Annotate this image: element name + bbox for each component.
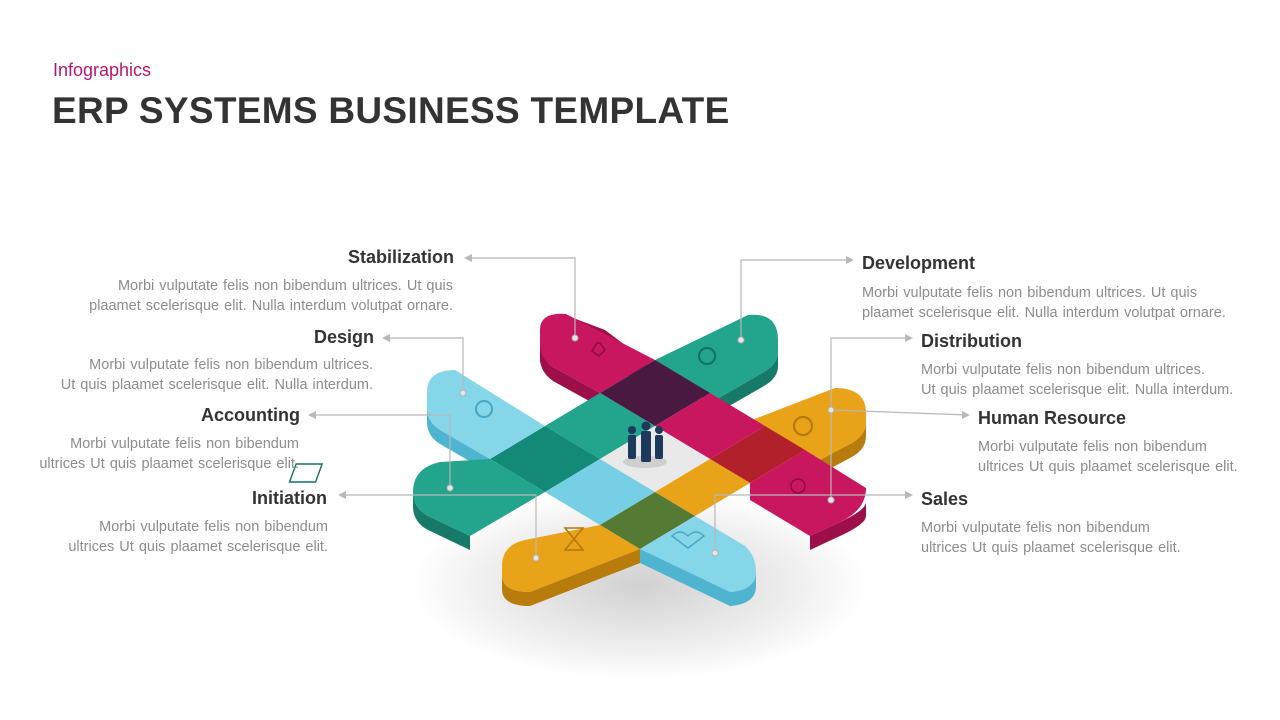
desc-stabilization-line1: Morbi vulputate felis non bibendum ultri… [117,278,453,294]
desc-development-line1: Morbi vulputate felis non bibendum ultri… [862,285,1198,301]
label-stabilization: Stabilization [347,247,454,267]
label-sales: Sales [921,489,969,509]
desc-human-resource: Morbi vulputate felis non bibendum ultri… [978,438,1238,477]
desc-human-resource-line1: Morbi vulputate felis non bibendum [978,439,1207,455]
desc-distribution-line1: Morbi vulputate felis non bibendum ultri… [921,362,1205,378]
label-initiation: Initiation [252,488,327,508]
connector-distribution [830,337,911,500]
label-design: Design [313,327,374,347]
bar-accounting [288,459,545,550]
desc-design: Morbi vulputate felis non bibendum ultri… [61,356,373,395]
connector-design [384,337,464,393]
desc-initiation-line2: ultrices Ut quis plaamet scelerisque eli… [68,538,328,555]
connector-development [740,259,852,340]
desc-accounting-line1: Morbi vulputate felis non bibendum [70,436,299,452]
connector-sales [714,494,911,553]
connector-initiation [340,494,537,558]
desc-sales-line2: ultrices Ut quis plaamet scelerisque eli… [921,539,1181,556]
desc-design-line2: Ut quis plaamet scelerisque elit. Nulla … [60,376,373,393]
bar-human-resource [750,450,866,550]
desc-human-resource-line2: ultrices Ut quis plaamet scelerisque eli… [978,458,1238,475]
desc-initiation: Morbi vulputate felis non bibendum ultri… [68,518,328,557]
connector-human-resource [830,409,969,416]
connector-accounting [310,414,451,488]
desc-sales-line1: Morbi vulputate felis non bibendum [921,520,1150,536]
bar-design [427,370,545,473]
label-development: Development [862,253,976,273]
desc-development-line2: plaamet scelerisque elit. Nulla interdum… [862,304,1226,321]
connector-stabilization [466,257,576,338]
label-accounting: Accounting [201,405,300,425]
desc-initiation-line1: Morbi vulputate felis non bibendum [99,519,328,535]
desc-stabilization: Morbi vulputate felis non bibendum ultri… [89,277,453,316]
desc-stabilization-line2: plaamet scelerisque elit. Nulla interdum… [89,297,453,314]
desc-distribution: Morbi vulputate felis non bibendum ultri… [921,361,1233,400]
slide-subtitle: Infographics [53,60,152,80]
desc-development: Morbi vulputate felis non bibendum ultri… [862,284,1226,323]
desc-design-line1: Morbi vulputate felis non bibendum ultri… [89,357,373,373]
desc-accounting-line2: ultrices Ut quis plaamet scelerisque eli… [39,455,299,472]
label-distribution: Distribution [921,331,1022,351]
people-icon [623,421,667,468]
diagram-shadow [410,490,870,680]
desc-accounting: Morbi vulputate felis non bibendum ultri… [39,435,299,474]
label-human-resource: Human Resource [978,408,1127,428]
desc-sales: Morbi vulputate felis non bibendum ultri… [921,519,1181,558]
connector-arrows [308,254,970,499]
bar-stabilization [540,313,655,407]
connector-lines [310,257,969,558]
slide-title: ERP SYSTEMS BUSINESS TEMPLATE [52,90,730,131]
connector-dots [446,334,835,562]
desc-distribution-line2: Ut quis plaamet scelerisque elit. Nulla … [921,381,1234,398]
bar-sales [640,516,756,606]
